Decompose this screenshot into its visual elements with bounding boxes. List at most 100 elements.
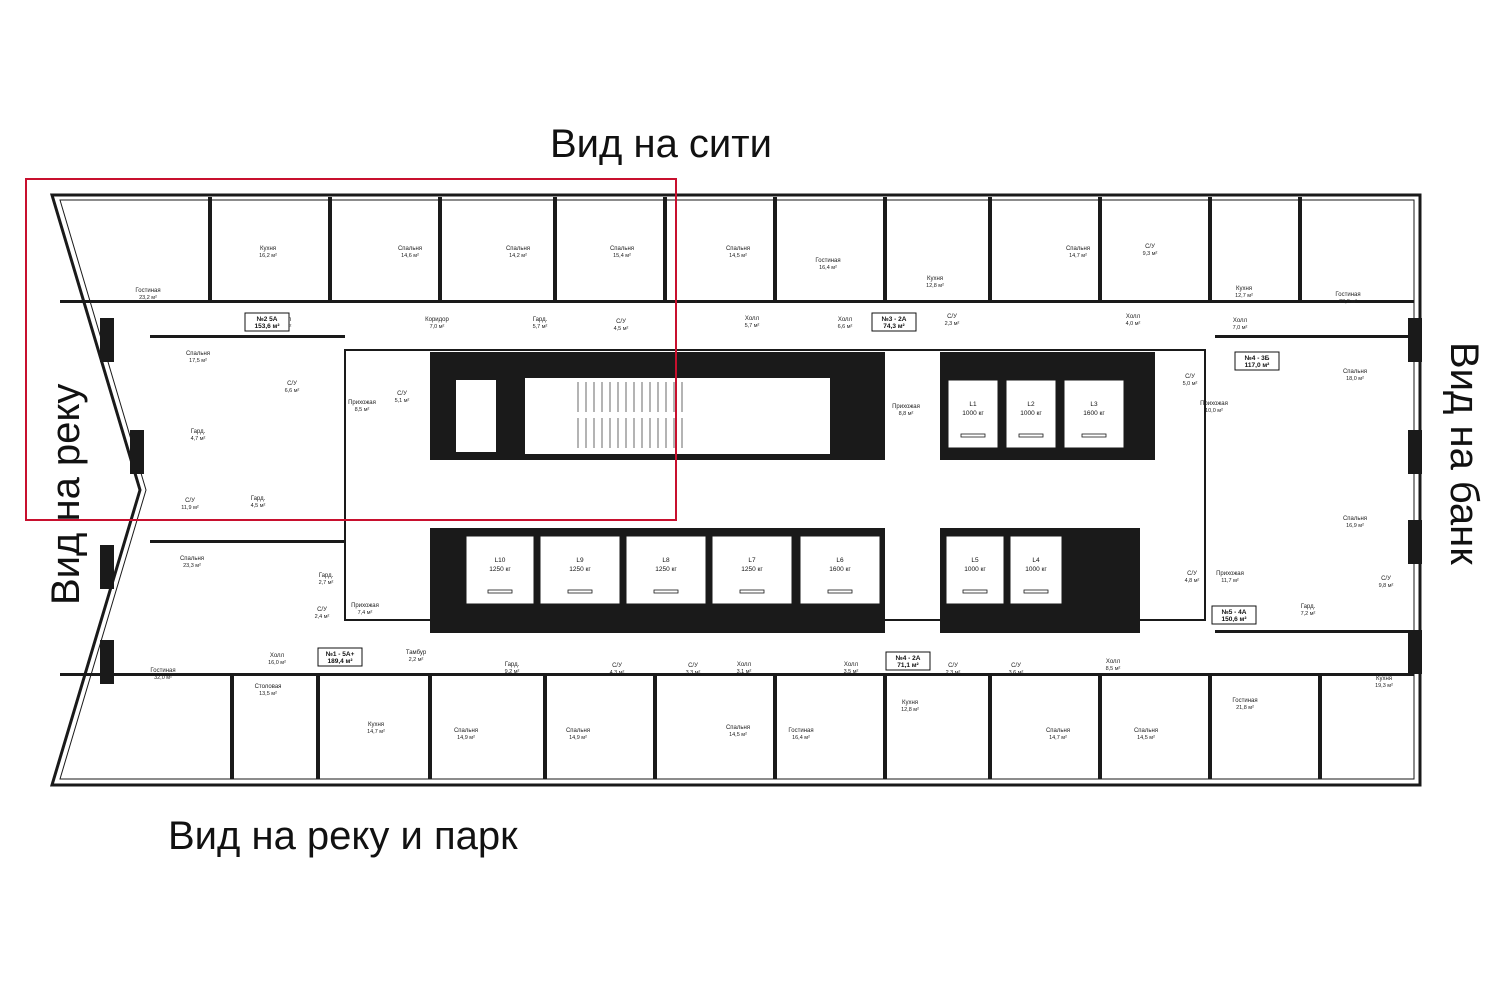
room-area: 14,7 м² [1049, 735, 1067, 741]
room-name: Спальня [610, 246, 634, 252]
lift-car [947, 379, 999, 449]
room-name: Прихожая [348, 400, 376, 406]
partition-wall [438, 197, 442, 301]
room-name: Гард. [191, 429, 206, 435]
room-area: 4,8 м² [1185, 578, 1200, 584]
apartment-tag: №1 - 5А+189,4 м² [317, 647, 363, 667]
lift-capacity: 1600 кг [1083, 410, 1105, 417]
partition-wall [428, 675, 432, 779]
room-name: С/У [185, 498, 195, 504]
room-area: 19,3 м² [1375, 683, 1393, 689]
room-name: Спальня [180, 556, 204, 562]
room-name: Спальня [398, 246, 422, 252]
facade-column [1408, 430, 1422, 474]
room-area: 14,5 м² [729, 253, 747, 259]
room-name: Холл [745, 316, 760, 322]
view-label-river-park: Вид на реку и парк [168, 814, 518, 858]
room-area: 2,2 м² [409, 657, 424, 663]
room-area: 2,7 м² [319, 580, 334, 586]
apartment-tag-box [1211, 605, 1257, 625]
room-area: 18,0 м² [1346, 376, 1364, 382]
room-name: С/У [1145, 244, 1155, 250]
room-area: 4,3 м² [610, 670, 625, 676]
apartment-area: 74,3 м² [883, 323, 905, 330]
room-name: Столовая [255, 684, 282, 690]
room-label: С/У2,3 м² [946, 663, 961, 676]
room-area: 14,2 м² [509, 253, 527, 259]
room-name: Холл [1126, 314, 1141, 320]
apartment-area: 117,0 м² [1245, 362, 1271, 369]
room-area: 3,6 м² [1009, 670, 1024, 676]
room-area: 5,0 м² [1183, 381, 1198, 387]
partition-wall [1098, 197, 1102, 301]
lift-id: L3 [1090, 401, 1098, 408]
room-label: Гард.7,2 м² [1301, 604, 1316, 617]
partition-wall [553, 197, 557, 301]
partition-wall [328, 197, 332, 301]
room-label: С/У9,3 м² [1143, 244, 1158, 257]
lift-id: L7 [748, 557, 756, 564]
room-name: Спальня [506, 246, 530, 252]
lift-door [739, 589, 765, 594]
room-name: Спальня [566, 728, 590, 734]
room-label: Гард.4,7 м² [191, 429, 206, 442]
room-label: С/У2,4 м² [315, 607, 330, 620]
room-area: 23,2 м² [139, 295, 157, 301]
room-name: Гостиная [1335, 292, 1360, 298]
room-name: Прихожая [351, 603, 379, 609]
room-area: 17,5 м² [189, 358, 207, 364]
room-area: 23,3 м² [183, 563, 201, 569]
room-label: С/У4,5 м² [614, 319, 629, 332]
room-label: С/У5,1 м² [395, 391, 410, 404]
room-name: Гард. [251, 496, 266, 502]
room-name: С/У [1185, 374, 1195, 380]
band-wall-north [60, 300, 1414, 303]
lift: L7 1250 кг [711, 535, 793, 605]
building-structure [49, 193, 1422, 787]
partition-wall [773, 675, 777, 779]
lift-door [827, 589, 853, 594]
room-name: Спальня [186, 351, 210, 357]
room-name: С/У [287, 381, 297, 387]
room-name: Холл [838, 317, 853, 323]
apartment-tag-box [244, 312, 290, 332]
room-area: 3,3 м² [686, 670, 701, 676]
room-area: 13,5 м² [259, 691, 277, 697]
room-area: 7,2 м² [1301, 611, 1316, 617]
room-area: 5,1 м² [395, 398, 410, 404]
facade-column [100, 545, 114, 589]
room-name: С/У [947, 314, 957, 320]
room-area: 14,7 м² [1069, 253, 1087, 259]
apartment-tag-box [871, 312, 917, 332]
room-area: 7,0 м² [430, 324, 445, 330]
room-name: Спальня [1046, 728, 1070, 734]
room-area: 8,5 м² [1106, 666, 1121, 672]
room-area: 7,4 м² [358, 610, 373, 616]
room-name: Прихожая [1216, 571, 1244, 577]
facade-column [1408, 630, 1422, 674]
room-area: 8,5 м² [355, 407, 370, 413]
lift-capacity: 1250 кг [741, 566, 763, 573]
room-name: Холл [1106, 659, 1121, 665]
lift-capacity: 1250 кг [569, 566, 591, 573]
